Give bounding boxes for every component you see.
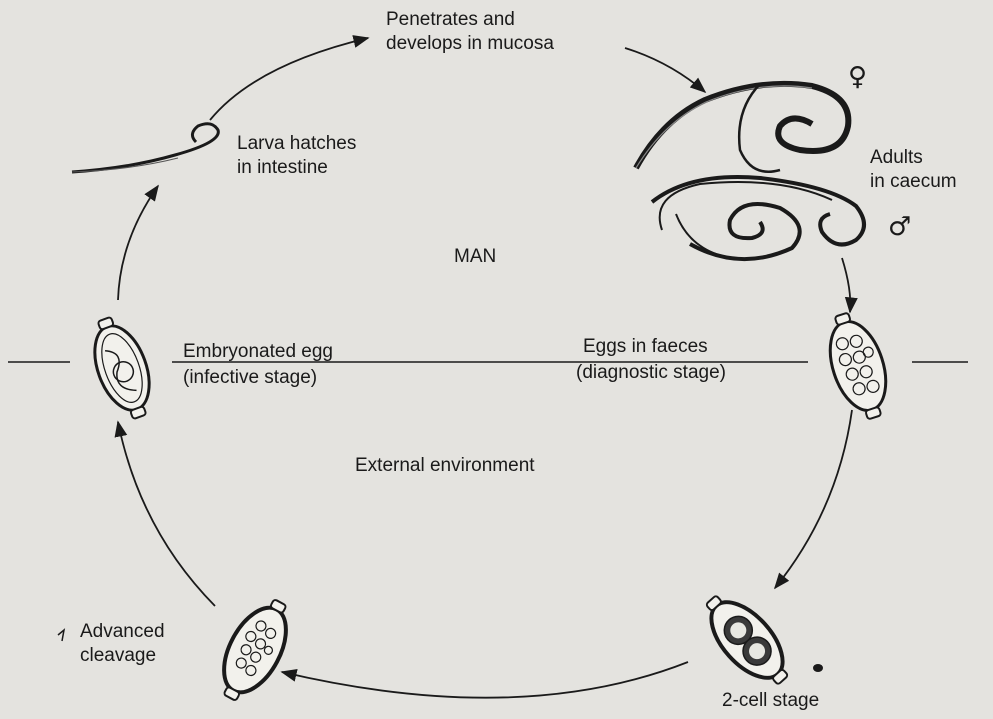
- egg-advanced-cleavage: [208, 591, 303, 710]
- arrow-mucosa-to-adults: [625, 48, 705, 92]
- egg-in-faeces: [818, 307, 899, 425]
- label-external-environment: External environment: [355, 454, 535, 478]
- label-adults: Adults in caecum: [870, 146, 957, 194]
- label-eggs-faeces: Eggs in faeces (diagnostic stage): [583, 335, 726, 385]
- label-eggs-faeces-line2: (diagnostic stage): [576, 361, 726, 385]
- arrow-adults-to-eggs: [842, 258, 850, 312]
- arrow-two-cell-to-advanced: [282, 662, 688, 698]
- tick-mark: [58, 630, 64, 641]
- label-embryonated: Embryonated egg (infective stage): [183, 340, 333, 390]
- arrow-larva-to-mucosa: [210, 38, 368, 120]
- female-worm-illustration: [636, 84, 848, 172]
- label-adults-line2: in caecum: [870, 170, 957, 194]
- arrow-advanced-to-embryonated: [118, 422, 215, 606]
- label-adults-line1: Adults: [870, 146, 957, 170]
- label-embryonated-line1: Embryonated egg: [183, 340, 333, 364]
- label-eggs-faeces-line1: Eggs in faeces: [583, 335, 726, 359]
- label-advanced-line2: cleavage: [80, 644, 165, 668]
- label-embryonated-line2: (infective stage): [183, 366, 333, 390]
- label-penetrates-line2: develops in mucosa: [386, 32, 554, 56]
- label-larva-line1: Larva hatches: [237, 132, 356, 156]
- label-two-cell: 2-cell stage: [722, 689, 819, 713]
- label-penetrates-line1: Penetrates and: [386, 8, 554, 32]
- label-larva: Larva hatches in intestine: [237, 132, 356, 180]
- male-symbol: ♂: [888, 212, 911, 242]
- label-man: MAN: [454, 245, 496, 269]
- larva-illustration: [72, 124, 218, 172]
- arrow-embryonated-to-larva: [118, 186, 158, 300]
- label-advanced-line1: Advanced: [80, 620, 165, 644]
- speck-mark: [813, 664, 823, 672]
- arrow-eggs-to-two-cell: [775, 410, 852, 588]
- egg-two-cell: [693, 584, 801, 696]
- label-penetrates: Penetrates and develops in mucosa: [386, 8, 554, 56]
- label-advanced: Advanced cleavage: [80, 620, 165, 668]
- egg-embryonated: [82, 311, 163, 425]
- male-worm-illustration: [652, 177, 864, 259]
- female-symbol: ♀: [848, 62, 867, 92]
- label-larva-line2: in intestine: [237, 156, 356, 180]
